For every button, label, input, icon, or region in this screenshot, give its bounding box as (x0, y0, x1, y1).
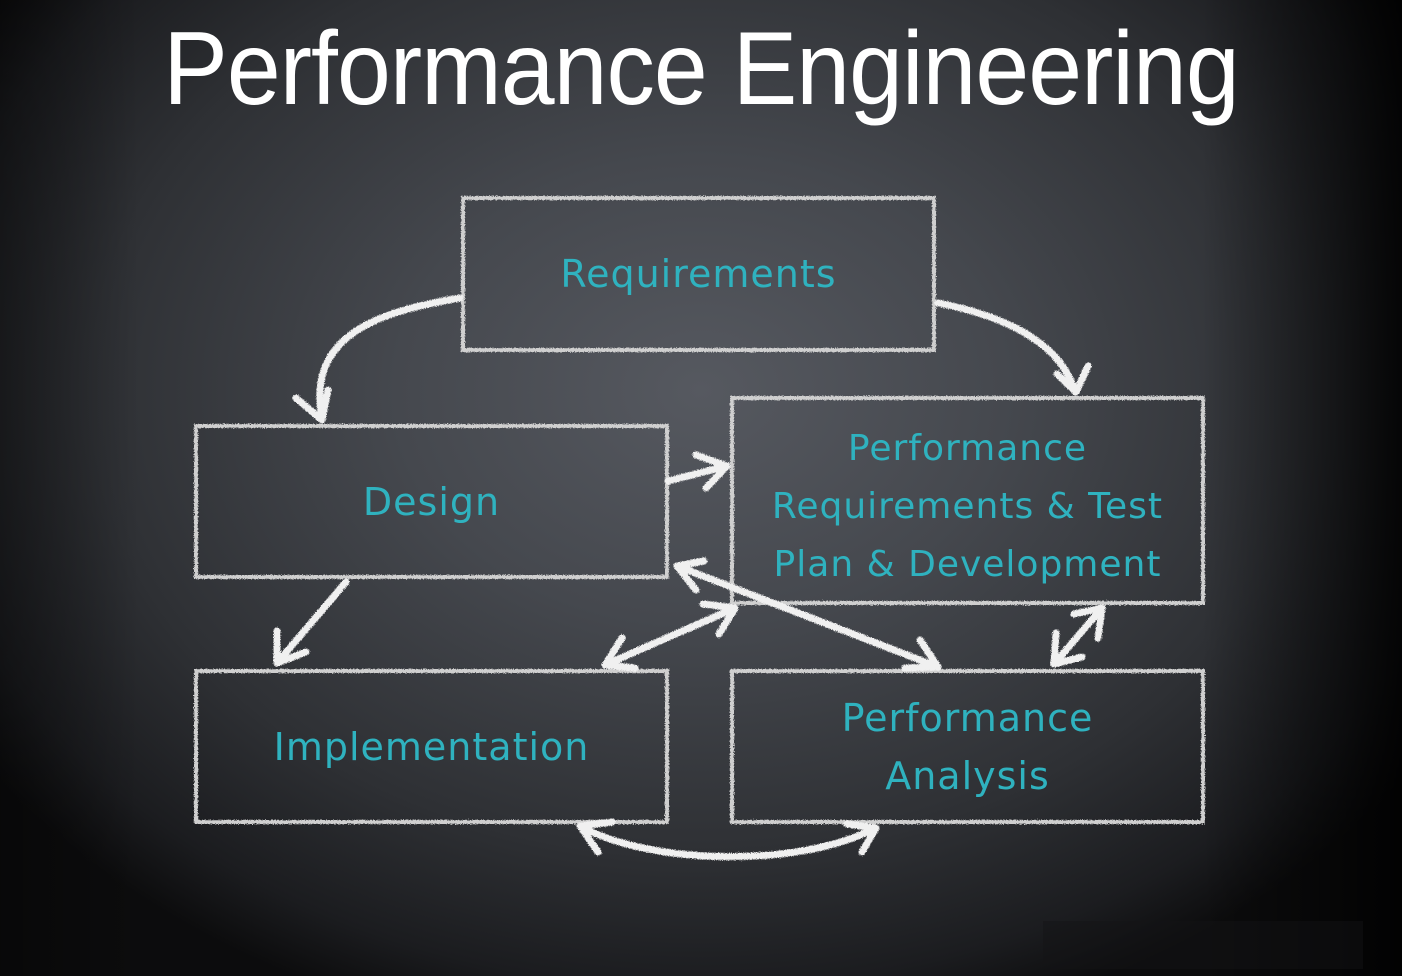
slide-title: Performance Engineering (163, 11, 1239, 127)
node-box-perf-requirements (730, 396, 1205, 605)
node-perf-requirements: Performance Requirements & Test Plan & D… (732, 420, 1203, 594)
edge-perf-requirements-perf-analysis (1050, 604, 1106, 668)
corner-overlay-panel (1043, 921, 1363, 969)
edge-implementation-perf-requirements (601, 600, 739, 672)
node-requirements: Requirements (463, 198, 934, 350)
edge-implementation-perf-analysis (576, 818, 880, 861)
node-design: Design (196, 426, 667, 577)
node-perf-analysis: Performance Analysis (732, 684, 1203, 810)
node-box-design (194, 424, 669, 579)
node-box-requirements (461, 196, 936, 352)
node-box-perf-analysis (730, 669, 1205, 824)
node-label: Implementation (273, 724, 590, 769)
node-label-line: Performance (847, 428, 1088, 469)
node-label: Requirements (560, 252, 837, 296)
node-implementation: Implementation (196, 671, 667, 822)
node-label: Design (362, 479, 501, 524)
node-label-line: Requirements & Test (771, 486, 1164, 527)
edge-design-perf-analysis (673, 557, 942, 672)
node-label-line: Plan & Development (773, 544, 1162, 585)
node-label-line: Analysis (885, 754, 1050, 798)
edge-requirements-to-perf-requirements (934, 299, 1092, 396)
edge-design-to-implementation (273, 578, 350, 667)
node-label-line: Performance (841, 696, 1094, 740)
edge-design-to-perf-requirements (664, 451, 731, 492)
node-box-implementation (194, 669, 669, 824)
edge-requirements-to-design (292, 294, 464, 424)
